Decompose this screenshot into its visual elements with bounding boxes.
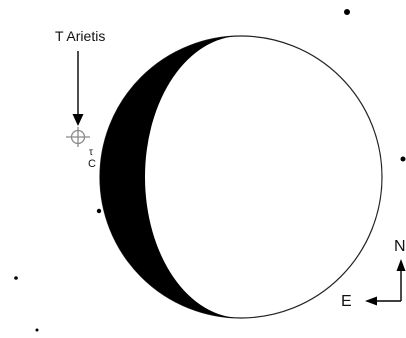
moon <box>100 36 382 318</box>
target-label: T Arietis <box>55 28 105 44</box>
star-mark-c: C <box>88 158 96 170</box>
compass-north-label: N <box>394 238 406 255</box>
compass-east-label: E <box>341 293 352 310</box>
field-star <box>344 9 350 15</box>
field-star <box>36 329 39 332</box>
field-star <box>401 157 406 162</box>
field-star <box>97 209 101 213</box>
target-star-symbol <box>66 127 90 147</box>
star-mark-tau: τ <box>89 147 93 158</box>
field-star <box>14 276 18 280</box>
target-arrow <box>73 51 84 126</box>
compass-arrows <box>365 259 406 306</box>
